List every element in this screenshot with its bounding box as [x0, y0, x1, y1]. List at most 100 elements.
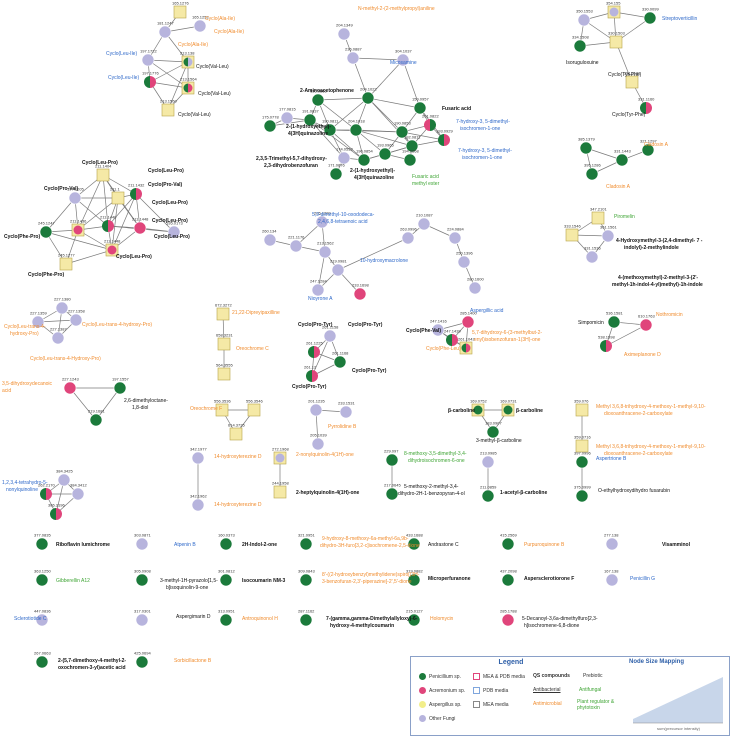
network-node[interactable]: [643, 11, 657, 25]
network-node[interactable]: [405, 139, 419, 153]
network-node[interactable]: [337, 151, 351, 165]
network-node[interactable]: [481, 489, 495, 503]
network-node[interactable]: [311, 283, 325, 297]
network-node[interactable]: [273, 485, 287, 499]
network-node[interactable]: [457, 255, 471, 269]
network-node[interactable]: [331, 263, 345, 277]
network-node[interactable]: [607, 315, 621, 329]
network-node[interactable]: [577, 13, 591, 27]
network-node[interactable]: [575, 455, 589, 469]
network-node[interactable]: [181, 55, 195, 69]
network-node[interactable]: [144, 76, 156, 88]
network-node[interactable]: [461, 315, 475, 329]
network-node[interactable]: [625, 75, 639, 89]
network-node[interactable]: [181, 81, 195, 95]
network-node[interactable]: [191, 451, 205, 465]
network-node[interactable]: [89, 413, 103, 427]
network-node[interactable]: [579, 141, 593, 155]
network-node[interactable]: [299, 613, 313, 627]
network-node[interactable]: [113, 381, 127, 395]
network-node[interactable]: [135, 655, 149, 669]
network-node[interactable]: [289, 239, 303, 253]
network-node[interactable]: [311, 93, 325, 107]
network-node[interactable]: [565, 228, 579, 242]
network-node[interactable]: [357, 153, 371, 167]
network-node[interactable]: [308, 346, 320, 358]
network-node[interactable]: [68, 191, 82, 205]
network-node[interactable]: [215, 403, 229, 417]
network-node[interactable]: [575, 489, 589, 503]
network-node[interactable]: [573, 39, 587, 53]
network-node[interactable]: [303, 113, 317, 127]
network-node[interactable]: [263, 119, 277, 133]
network-node[interactable]: [431, 323, 445, 337]
network-node[interactable]: [575, 403, 589, 417]
network-node[interactable]: [471, 403, 485, 417]
network-node[interactable]: [481, 455, 495, 469]
network-node[interactable]: [35, 655, 49, 669]
network-node[interactable]: [385, 487, 399, 501]
network-node[interactable]: [639, 318, 653, 332]
network-node[interactable]: [385, 453, 399, 467]
network-node[interactable]: [333, 355, 347, 369]
network-node[interactable]: [323, 329, 337, 343]
network-node[interactable]: [396, 53, 410, 67]
network-node[interactable]: [401, 231, 415, 245]
network-node[interactable]: [247, 403, 261, 417]
network-node[interactable]: [424, 119, 436, 131]
network-node[interactable]: [501, 537, 515, 551]
network-node[interactable]: [607, 5, 621, 19]
network-node[interactable]: [575, 439, 589, 453]
network-node[interactable]: [299, 573, 313, 587]
network-node[interactable]: [600, 340, 612, 352]
network-node[interactable]: [403, 153, 417, 167]
network-node[interactable]: [217, 337, 231, 351]
network-node[interactable]: [501, 613, 515, 627]
network-node[interactable]: [407, 573, 421, 587]
network-node[interactable]: [605, 537, 619, 551]
network-node[interactable]: [448, 231, 462, 245]
network-node[interactable]: [309, 403, 323, 417]
network-node[interactable]: [35, 613, 49, 627]
network-node[interactable]: [417, 217, 431, 231]
network-node[interactable]: [346, 51, 360, 65]
network-node[interactable]: [141, 53, 155, 67]
network-node[interactable]: [216, 307, 230, 321]
network-node[interactable]: [51, 331, 65, 345]
network-node[interactable]: [486, 425, 500, 439]
network-node[interactable]: [501, 573, 515, 587]
network-node[interactable]: [413, 101, 427, 115]
network-node[interactable]: [158, 25, 172, 39]
network-node[interactable]: [641, 143, 655, 157]
network-node[interactable]: [105, 243, 119, 257]
network-node[interactable]: [311, 437, 325, 451]
network-node[interactable]: [35, 573, 49, 587]
network-node[interactable]: [39, 225, 53, 239]
network-node[interactable]: [323, 123, 337, 137]
network-node[interactable]: [173, 5, 187, 19]
network-node[interactable]: [71, 487, 85, 501]
network-node[interactable]: [407, 537, 421, 551]
network-node[interactable]: [609, 35, 623, 49]
network-node[interactable]: [219, 573, 233, 587]
network-node[interactable]: [306, 370, 318, 382]
network-node[interactable]: [63, 381, 77, 395]
network-node[interactable]: [339, 405, 353, 419]
network-node[interactable]: [280, 111, 294, 125]
network-node[interactable]: [217, 367, 231, 381]
network-node[interactable]: [161, 103, 175, 117]
network-node[interactable]: [378, 147, 392, 161]
network-node[interactable]: [446, 334, 458, 346]
network-node[interactable]: [133, 221, 147, 235]
network-node[interactable]: [167, 225, 181, 239]
network-node[interactable]: [438, 134, 450, 146]
network-node[interactable]: [459, 341, 473, 355]
network-node[interactable]: [96, 168, 110, 182]
network-node[interactable]: [40, 488, 52, 500]
network-node[interactable]: [229, 427, 243, 441]
network-node[interactable]: [135, 573, 149, 587]
network-node[interactable]: [615, 153, 629, 167]
network-node[interactable]: [329, 167, 343, 181]
network-node[interactable]: [50, 508, 62, 520]
network-node[interactable]: [111, 191, 125, 205]
